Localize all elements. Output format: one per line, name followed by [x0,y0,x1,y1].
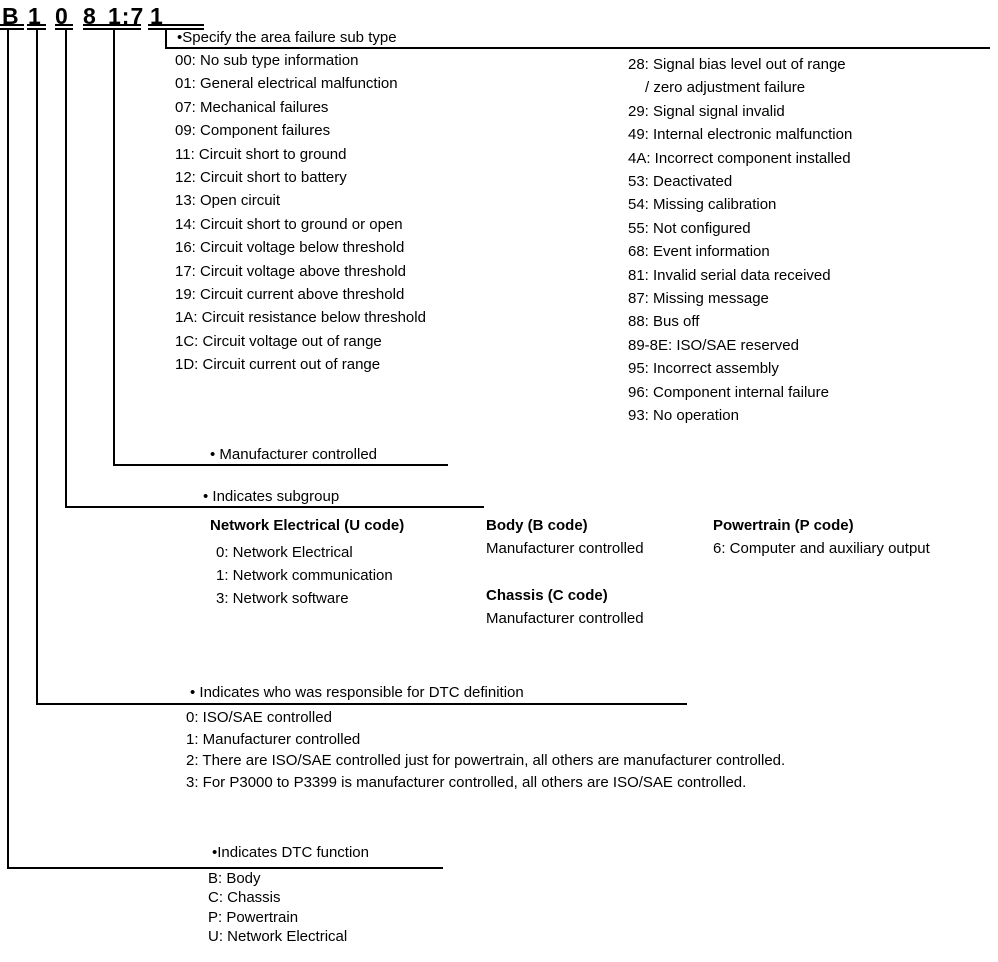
subgroup-c-heading: Chassis (C code) [486,587,608,604]
subgroup-b-item: Manufacturer controlled [486,540,644,557]
list-item: 55: Not configured [628,219,751,237]
list-item: P: Powertrain [208,908,299,926]
list-item: 1C: Circuit voltage out of range [175,332,382,350]
responsible-label: • Indicates who was responsible for DTC … [190,684,524,701]
underline-function [0,24,24,30]
subtype-left-list: 00: No sub type information 01: General … [175,49,426,377]
function-list: B: Body C: Chassis P: Powertrain U: Netw… [208,869,347,947]
underline-fault [83,24,141,30]
list-item: 96: Component internal failure [628,383,829,401]
rule-subtype-line [165,47,990,49]
subgroup-p-item: 6: Computer and auxiliary output [713,540,930,557]
code-char-fault-1: 8 [83,3,97,29]
subgroup-u-list: 0: Network Electrical 1: Network communi… [216,541,393,611]
list-item: C: Chassis [208,889,281,907]
list-item: 19: Circuit current above threshold [175,286,405,304]
list-item: 53: Deactivated [628,173,733,191]
list-item: 2: There are ISO/SAE controlled just for… [186,752,786,770]
responsible-list: 0: ISO/SAE controlled 1: Manufacturer co… [186,707,785,793]
underline-subgroup [55,24,73,30]
list-item: 12: Circuit short to battery [175,169,347,187]
list-item: 00: No sub type information [175,52,359,69]
subgroup-b-heading: Body (B code) [486,517,588,534]
code-char-subgroup: 0 [55,3,69,29]
list-item: 49: Internal electronic malfunction [628,126,853,144]
subtype-right-list: 28: Signal bias level out of range / zer… [628,53,852,428]
list-item: 93: No operation [628,407,739,425]
manufacturer-label: • Manufacturer controlled [210,446,377,463]
list-item: 28: Signal bias level out of range [628,56,846,73]
list-item: 13: Open circuit [175,192,281,210]
subgroup-c-item: Manufacturer controlled [486,610,644,627]
stem-fault-line [113,29,115,466]
code-char-responsible: 1 [28,3,42,29]
list-item: 89-8E: ISO/SAE reserved [628,336,799,354]
list-item: 1: Manufacturer controlled [186,730,361,748]
subgroup-label: • Indicates subgroup [203,488,340,505]
subgroup-p-heading: Powertrain (P code) [713,517,854,534]
rule-manufacturer-line [113,464,448,466]
stem-responsible-line [36,29,38,705]
stem-function-line [7,29,9,869]
list-item: 81: Invalid serial data received [628,266,831,284]
list-item: 87: Missing message [628,290,769,308]
list-item: 0: Network Electrical [216,544,353,561]
list-item: 68: Event information [628,243,770,261]
underline-subtype [148,24,204,30]
list-item: 4A: Incorrect component installed [628,149,851,167]
list-item: 14: Circuit short to ground or open [175,215,403,233]
subtype-label: •Specify the area failure sub type [177,29,397,46]
list-item: 1A: Circuit resistance below threshold [175,309,426,327]
list-item: U: Network Electrical [208,928,348,946]
list-item: 17: Circuit voltage above threshold [175,262,406,280]
rule-responsible-line [36,703,687,705]
list-item: 16: Circuit voltage below threshold [175,239,405,257]
list-item: 1D: Circuit current out of range [175,356,381,374]
list-item: 01: General electrical malfunction [175,75,398,93]
stem-subtype-line [165,29,167,49]
list-item: 95: Incorrect assembly [628,360,779,378]
list-item: 88: Bus off [628,313,700,331]
list-item: 3: Network software [216,590,349,608]
list-item: 54: Missing calibration [628,196,777,214]
list-item: 0: ISO/SAE controlled [186,709,332,726]
function-label: •Indicates DTC function [212,844,369,861]
subgroup-u-heading: Network Electrical (U code) [210,517,405,534]
list-item-continuation: / zero adjustment failure [645,79,806,97]
rule-subgroup-line [65,506,484,508]
list-item: 09: Component failures [175,122,331,140]
list-item: 29: Signal signal invalid [628,102,785,120]
list-item: B: Body [208,870,261,887]
list-item: 3: For P3000 to P3399 is manufacturer co… [186,773,747,791]
code-char-subtype: 1 [150,3,164,29]
stem-subgroup-line [65,29,67,508]
code-char-function: B [2,3,20,29]
list-item: 1: Network communication [216,567,393,585]
list-item: 07: Mechanical failures [175,98,329,116]
list-item: 11: Circuit short to ground [175,145,347,163]
rule-function-line [7,867,443,869]
